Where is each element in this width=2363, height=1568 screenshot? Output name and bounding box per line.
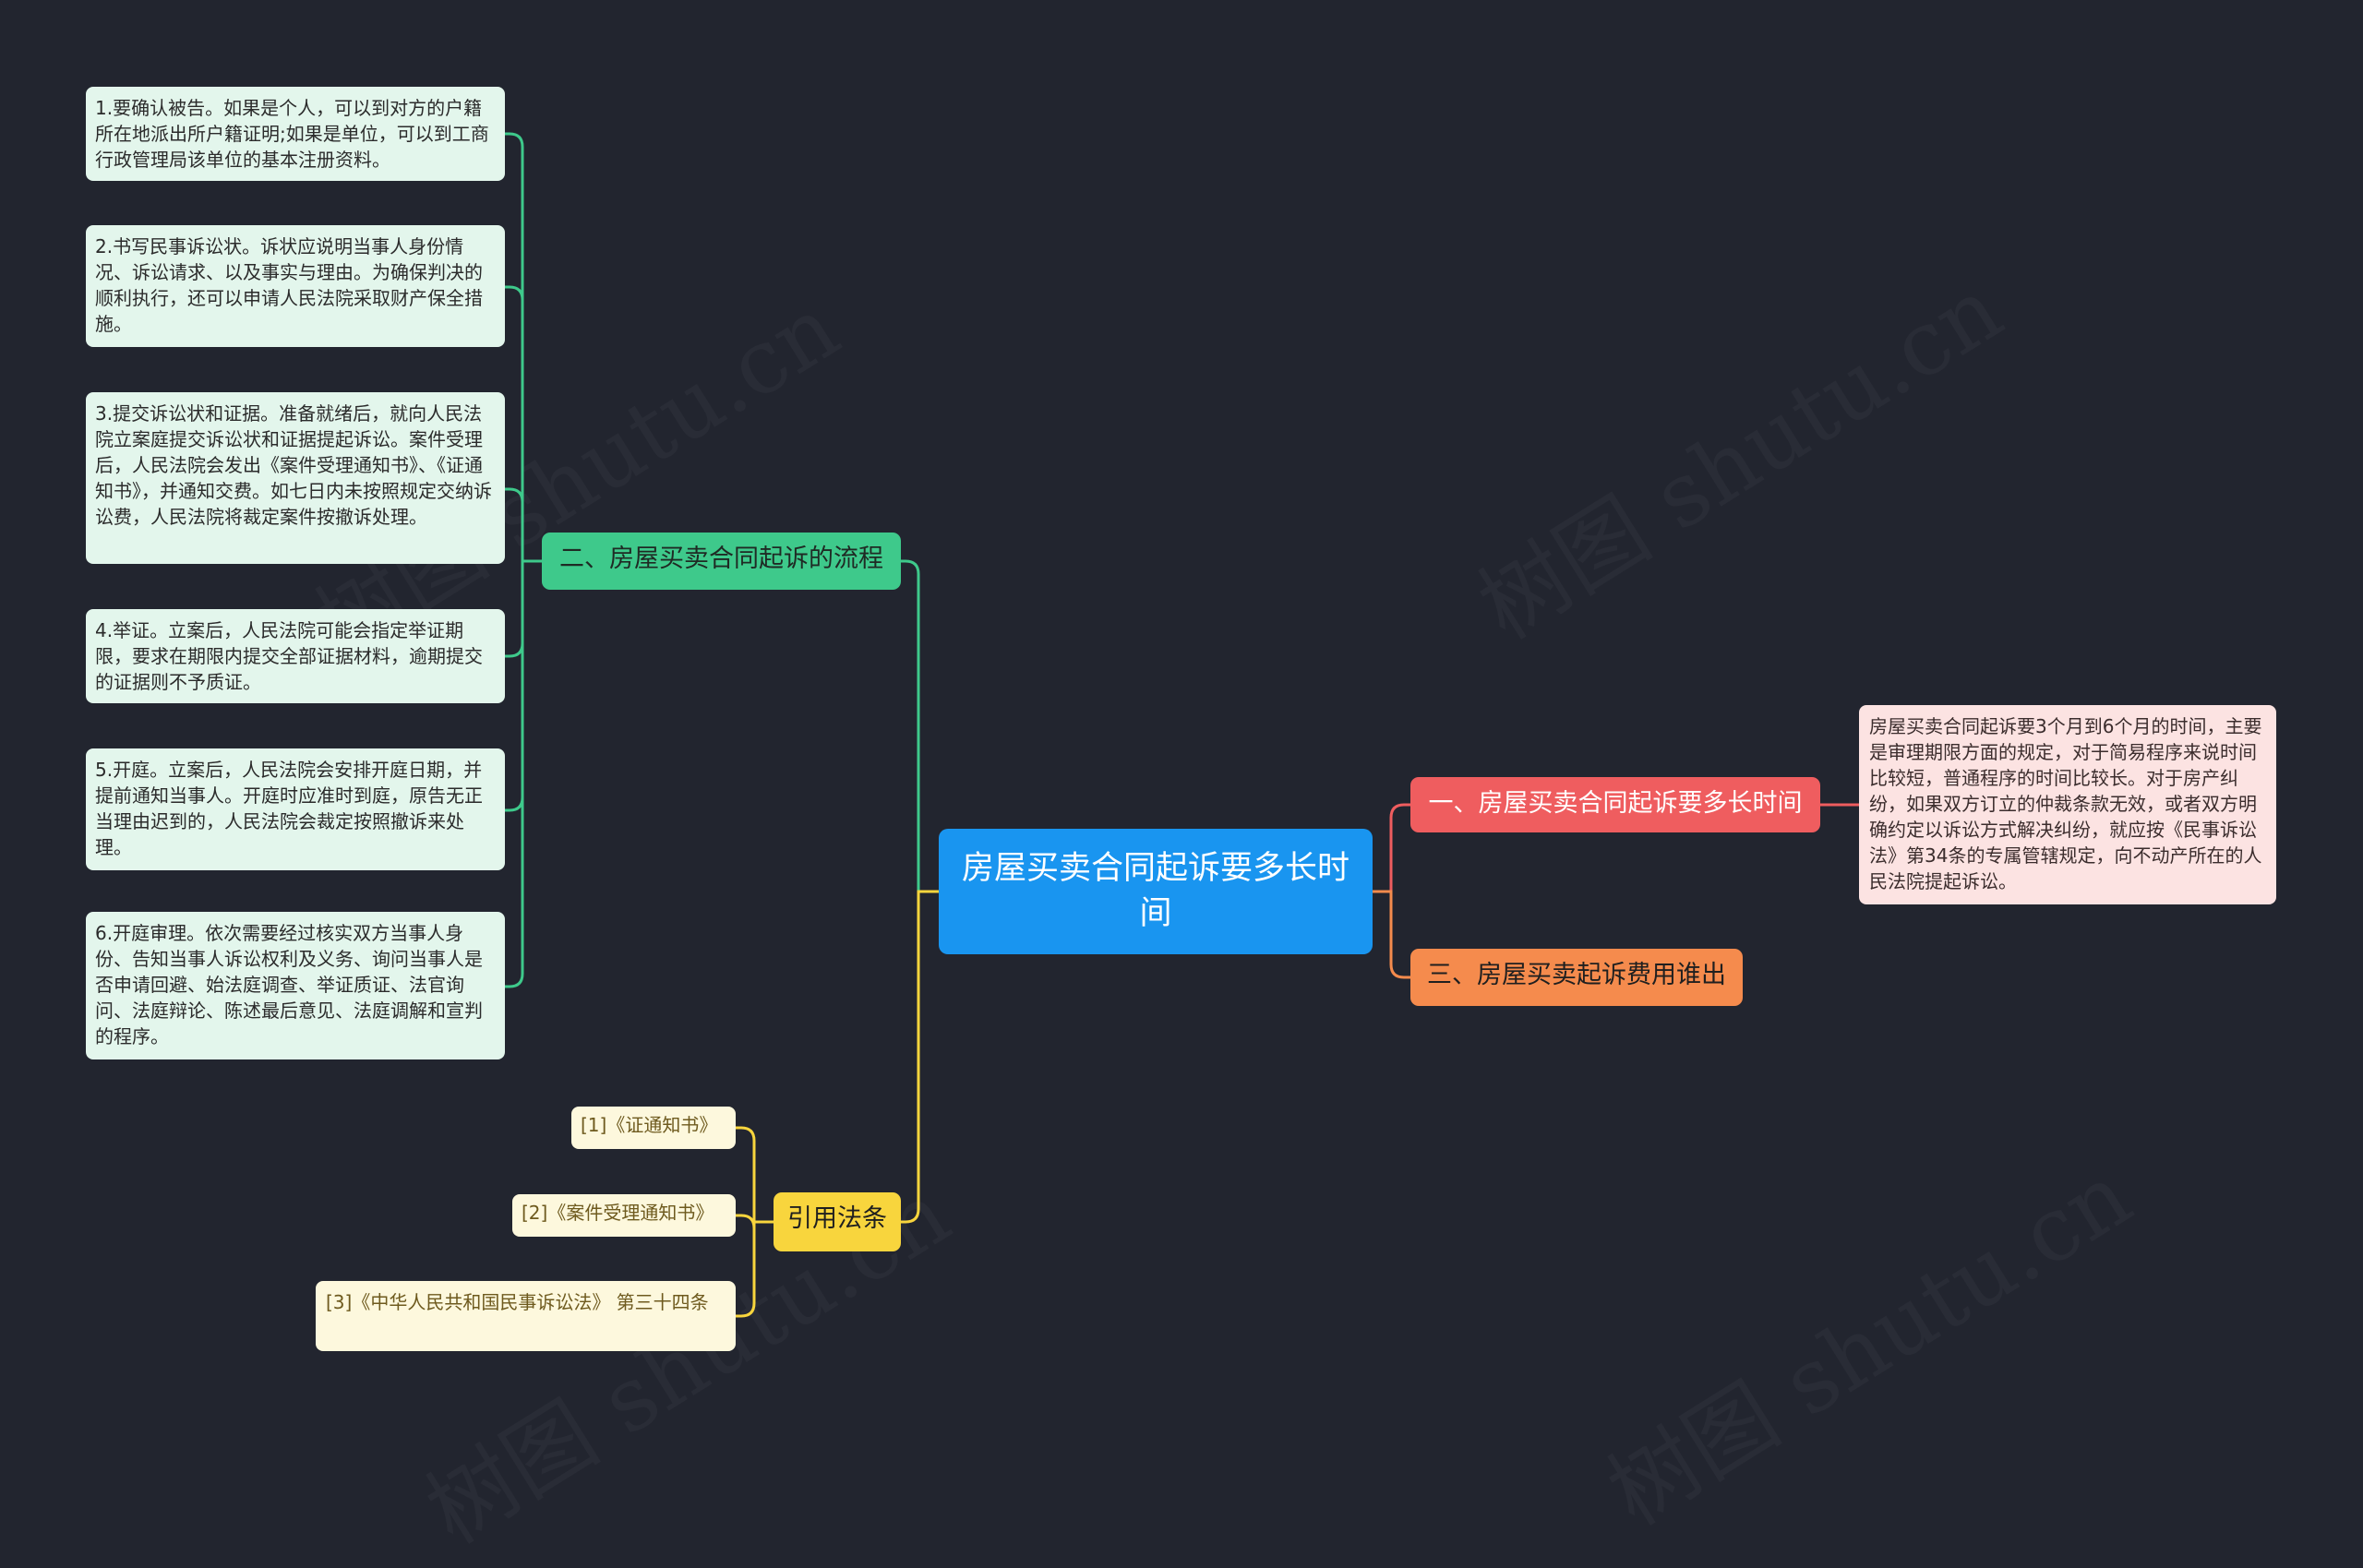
branch-refs-label: 引用法条: [787, 1204, 887, 1233]
branch-duration-label: 一、房屋买卖合同起诉要多长时间: [1428, 789, 1803, 818]
ref-item-1[interactable]: [1]《证通知书》: [571, 1107, 736, 1149]
link-refs-item-2: [736, 1214, 756, 1229]
process-step-2[interactable]: 2.书写民事诉讼状。诉状应说明当事人身份情况、诉讼请求、以及事实与理由。为确保判…: [86, 225, 505, 347]
ref-item-1-text: [1]《证通知书》: [581, 1114, 718, 1136]
root-topic[interactable]: 房屋买卖合同起诉要多长时间: [939, 829, 1373, 954]
process-step-3[interactable]: 3.提交诉讼状和证据。准备就绪后，就向人民法院立案庭提交诉讼状和证据提起诉讼。案…: [86, 392, 505, 564]
link-process-step-6: [505, 561, 524, 988]
ref-item-3-text: [3]《中华人民共和国民事诉讼法》 第三十四条: [326, 1291, 709, 1313]
link-process-step-3: [505, 487, 524, 561]
process-step-3-text: 3.提交诉讼状和证据。准备就绪后，就向人民法院立案庭提交诉讼状和证据提起诉讼。案…: [95, 402, 492, 528]
link-process-step-1: [505, 132, 524, 561]
link-root-duration: [1373, 803, 1410, 893]
process-step-2-text: 2.书写民事诉讼状。诉状应说明当事人身份情况、诉讼请求、以及事实与理由。为确保判…: [95, 235, 483, 335]
branch-refs[interactable]: 引用法条: [774, 1192, 901, 1251]
process-step-4[interactable]: 4.举证。立案后，人民法院可能会指定举证期限，要求在期限内提交全部证据材料，逾期…: [86, 609, 505, 703]
link-root-refs: [901, 890, 939, 1224]
branch-process[interactable]: 二、房屋买卖合同起诉的流程: [542, 533, 901, 590]
duration-note-text: 房屋买卖合同起诉要3个月到6个月的时间，主要是审理期限方面的规定，对于简易程序来…: [1869, 715, 2262, 892]
link-refs-item-1: [736, 1126, 756, 1222]
root-topic-label: 房屋买卖合同起诉要多长时间: [961, 850, 1349, 932]
link-process-step-5: [505, 561, 524, 812]
link-process-step-4: [505, 561, 524, 658]
process-step-1[interactable]: 1.要确认被告。如果是个人，可以到对方的户籍所在地派出所户籍证明;如果是单位，可…: [86, 87, 505, 181]
duration-note[interactable]: 房屋买卖合同起诉要3个月到6个月的时间，主要是审理期限方面的规定，对于简易程序来…: [1859, 705, 2276, 904]
ref-item-2[interactable]: [2]《案件受理通知书》: [512, 1194, 736, 1237]
branch-fee[interactable]: 三、房屋买卖起诉费用谁出: [1410, 949, 1743, 1006]
ref-item-3[interactable]: [3]《中华人民共和国民事诉讼法》 第三十四条: [316, 1281, 736, 1351]
branch-duration[interactable]: 一、房屋买卖合同起诉要多长时间: [1410, 777, 1820, 832]
process-step-4-text: 4.举证。立案后，人民法院可能会指定举证期限，要求在期限内提交全部证据材料，逾期…: [95, 619, 483, 693]
branch-fee-label: 三、房屋买卖起诉费用谁出: [1427, 961, 1726, 989]
branch-process-label: 二、房屋买卖合同起诉的流程: [559, 545, 883, 573]
ref-item-2-text: [2]《案件受理通知书》: [522, 1202, 714, 1224]
process-step-6[interactable]: 6.开庭审理。依次需要经过核实双方当事人身份、告知当事人诉讼权利及义务、询问当事…: [86, 912, 505, 1059]
link-refs-item-3: [736, 1222, 756, 1318]
process-step-1-text: 1.要确认被告。如果是个人，可以到对方的户籍所在地派出所户籍证明;如果是单位，可…: [95, 97, 489, 171]
connector-lines: [505, 132, 1859, 1318]
link-root-fee: [1373, 890, 1410, 979]
link-root-process: [901, 559, 939, 893]
link-process-step-2: [505, 285, 524, 561]
process-step-5[interactable]: 5.开庭。立案后，人民法院会安排开庭日期，并提前通知当事人。开庭时应准时到庭，原…: [86, 748, 505, 870]
process-step-6-text: 6.开庭审理。依次需要经过核实双方当事人身份、告知当事人诉讼权利及义务、询问当事…: [95, 922, 483, 1047]
process-step-5-text: 5.开庭。立案后，人民法院会安排开庭日期，并提前通知当事人。开庭时应准时到庭，原…: [95, 759, 483, 858]
